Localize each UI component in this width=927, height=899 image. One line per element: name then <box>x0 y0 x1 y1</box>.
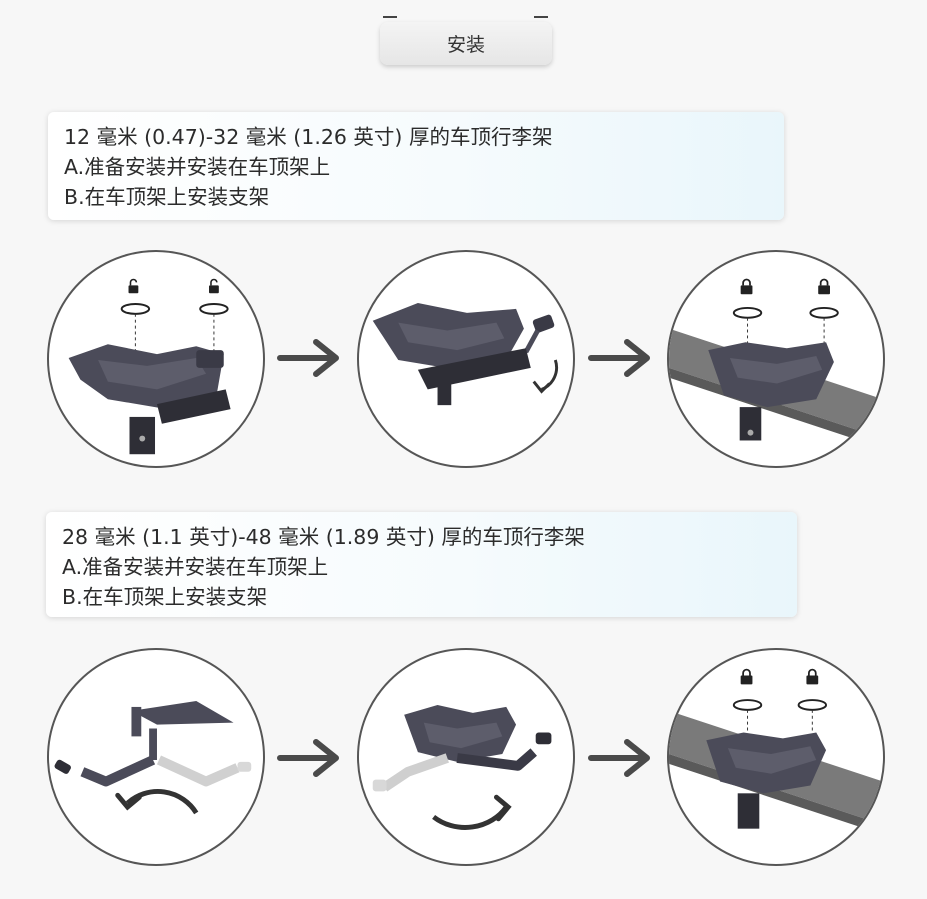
section-2-card: 28 毫米 (1.1 英寸)-48 毫米 (1.89 英寸) 厚的车顶行李架 A… <box>46 512 797 617</box>
lock-icon <box>740 278 753 295</box>
section-1-card: 12 毫米 (0.47)-32 毫米 (1.26 英寸) 厚的车顶行李架 A.准… <box>48 112 784 220</box>
section-1-step-b: B.在车顶架上安装支架 <box>64 185 270 209</box>
section-1-step-a: A.准备安装并安装在车顶架上 <box>64 155 331 179</box>
section-2-step-2-illustration <box>357 648 575 866</box>
section-2-heading: 28 毫米 (1.1 英寸)-48 毫米 (1.89 英寸) 厚的车顶行李架 <box>62 525 585 549</box>
top-edge-mark-right <box>534 16 548 18</box>
unlock-icon <box>128 278 139 294</box>
section-1-heading: 12 毫米 (0.47)-32 毫米 (1.26 英寸) 厚的车顶行李架 <box>64 125 553 149</box>
arrow-right-icon <box>588 739 650 777</box>
page-title-text: 安装 <box>446 34 485 56</box>
arrow-right-icon <box>277 339 339 377</box>
section-2-step-b: B.在车顶架上安装支架 <box>62 585 268 609</box>
lock-icon <box>818 278 830 295</box>
lock-icon <box>740 668 753 685</box>
arrow-right-icon <box>588 339 650 377</box>
unlock-icon <box>209 278 219 294</box>
section-1-step-3-illustration <box>667 250 885 468</box>
page-title: 安装 <box>380 22 552 65</box>
section-2-step-1-illustration <box>47 648 265 866</box>
top-edge-mark-left <box>383 16 397 18</box>
section-2-step-a: A.准备安装并安装在车顶架上 <box>62 555 329 579</box>
arrow-right-icon <box>277 739 339 777</box>
section-1-step-1-illustration <box>47 250 265 468</box>
section-1-step-2-illustration <box>357 250 575 468</box>
lock-icon <box>806 668 819 685</box>
section-2-step-3-illustration <box>667 648 885 866</box>
